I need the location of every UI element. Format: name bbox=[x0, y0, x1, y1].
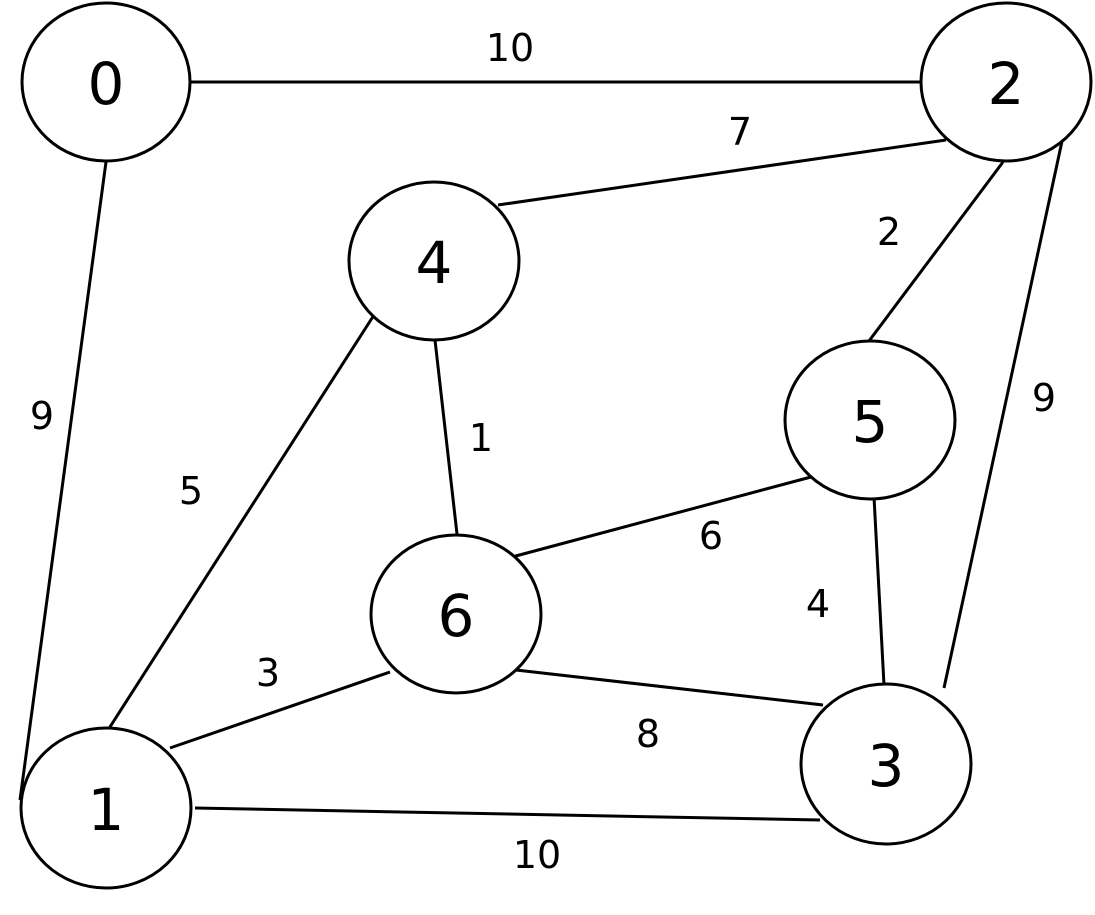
node-label-6: 6 bbox=[438, 582, 475, 650]
graph-node-2: 2 bbox=[919, 1, 1093, 163]
node-label-0: 0 bbox=[88, 50, 125, 118]
edge-2-4 bbox=[497, 138, 947, 207]
weights-layer: 10 9 7 2 9 5 1 6 4 3 8 10 bbox=[30, 26, 1056, 877]
node-circle-5 bbox=[783, 339, 957, 501]
node-label-5: 5 bbox=[852, 388, 889, 456]
edge-4-6 bbox=[433, 339, 459, 535]
nodes-layer: 0 1 2 3 4 5 6 bbox=[19, 1, 1093, 890]
edge-weight-0-2: 10 bbox=[486, 26, 534, 70]
node-circle-1 bbox=[19, 726, 193, 890]
edge-0-1 bbox=[18, 161, 108, 801]
graph-node-0: 0 bbox=[20, 1, 192, 163]
edge-weight-2-5: 2 bbox=[877, 210, 901, 254]
graph-node-3: 3 bbox=[799, 682, 973, 846]
graph-node-5: 5 bbox=[783, 339, 957, 501]
edge-5-3 bbox=[872, 496, 886, 686]
node-circle-4 bbox=[347, 180, 521, 342]
node-label-3: 3 bbox=[868, 732, 905, 800]
edge-weight-6-5: 6 bbox=[699, 514, 723, 558]
node-circle-6 bbox=[369, 533, 543, 695]
edge-weight-4-6: 1 bbox=[469, 416, 493, 460]
edge-1-6 bbox=[169, 670, 391, 750]
edge-weight-1-6: 3 bbox=[256, 651, 280, 695]
node-label-4: 4 bbox=[416, 229, 453, 297]
edge-2-5 bbox=[864, 161, 1005, 346]
edge-weight-1-3: 10 bbox=[513, 833, 561, 877]
edge-1-3 bbox=[194, 806, 821, 822]
graph-node-4: 4 bbox=[347, 180, 521, 342]
edges-layer bbox=[18, 80, 1066, 822]
node-label-2: 2 bbox=[988, 50, 1025, 118]
node-circle-0 bbox=[20, 1, 192, 163]
edge-weight-0-1: 9 bbox=[30, 394, 54, 438]
edge-6-5 bbox=[511, 475, 812, 559]
edge-4-1 bbox=[106, 314, 376, 731]
edge-2-3 bbox=[942, 131, 1066, 689]
edge-weight-2-4: 7 bbox=[728, 110, 752, 154]
edge-weight-5-3: 4 bbox=[806, 582, 830, 626]
node-circle-3 bbox=[799, 682, 973, 846]
edge-weight-6-3: 8 bbox=[636, 712, 660, 756]
node-circle-2 bbox=[919, 1, 1093, 163]
graph-node-6: 6 bbox=[369, 533, 543, 695]
edge-weight-4-1: 5 bbox=[179, 469, 203, 513]
edge-6-3 bbox=[515, 668, 824, 707]
edge-weight-2-3: 9 bbox=[1032, 376, 1056, 420]
graph-node-1: 1 bbox=[19, 726, 193, 890]
node-label-1: 1 bbox=[88, 776, 125, 844]
